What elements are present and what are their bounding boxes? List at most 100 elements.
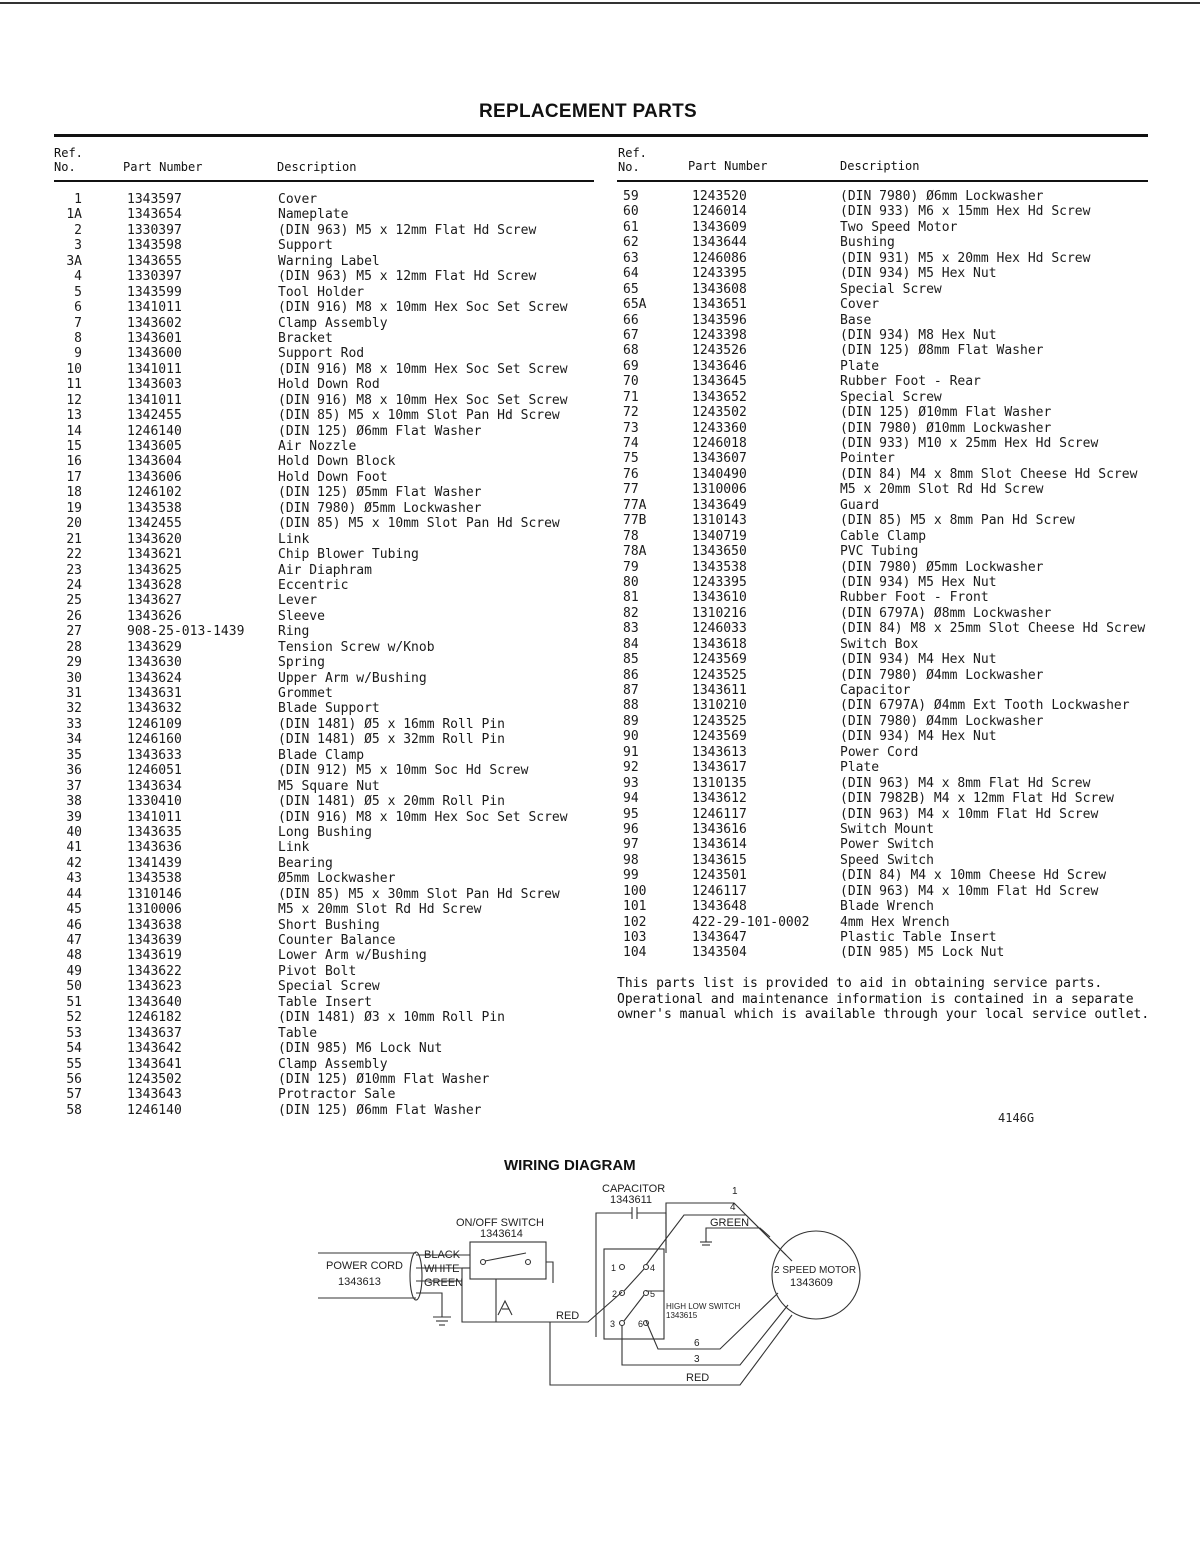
part-description: (DIN 963) M4 x 10mm Flat Hd Screw bbox=[840, 883, 1099, 899]
part-description: Plastic Table Insert bbox=[840, 930, 997, 945]
ref-number: 48 bbox=[66, 948, 82, 964]
part-description: (DIN 916) M8 x 10mm Hex Soc Set Screw bbox=[278, 361, 568, 377]
wire-red-mid-label: RED bbox=[556, 1310, 579, 1322]
power-cord-part: 1343613 bbox=[338, 1276, 381, 1288]
ref-number: 12 bbox=[66, 392, 82, 408]
part-number: 1343648 bbox=[692, 899, 747, 915]
part-description: Plate bbox=[840, 358, 880, 374]
part-number: 1343608 bbox=[692, 281, 747, 297]
part-number: 1243525 bbox=[692, 667, 747, 683]
part-number: 1341011 bbox=[127, 392, 182, 408]
part-number: 1243525 bbox=[692, 713, 747, 729]
part-number: 1343640 bbox=[127, 994, 182, 1010]
part-number: 1340719 bbox=[692, 528, 747, 544]
ref-number: 102 bbox=[623, 914, 647, 930]
ref-number: 69 bbox=[623, 358, 639, 374]
part-description: (DIN 1481) Ø5 x 32mm Roll Pin bbox=[278, 732, 505, 748]
part-description: (DIN 125) Ø5mm Flat Washer bbox=[278, 485, 482, 501]
part-description: (DIN 934) M4 Hex Nut bbox=[840, 652, 997, 668]
ref-number: 104 bbox=[623, 945, 647, 961]
part-description: (DIN 985) M5 Lock Nut bbox=[840, 945, 1005, 961]
ref-number: 75 bbox=[623, 451, 639, 467]
part-number: 1243501 bbox=[692, 868, 747, 884]
part-description: Sleeve bbox=[278, 608, 325, 624]
part-description: Plate bbox=[840, 760, 880, 776]
ref-number: 46 bbox=[66, 917, 82, 933]
ref-number: 50 bbox=[66, 979, 82, 995]
part-number: 1246014 bbox=[692, 204, 747, 220]
part-description: Cable Clamp bbox=[840, 528, 927, 544]
part-number: 1343624 bbox=[127, 670, 182, 686]
part-number: 1343601 bbox=[127, 330, 182, 346]
ref-number: 10 bbox=[66, 361, 82, 377]
onoff-part: 1343614 bbox=[480, 1228, 523, 1240]
document-code: 4146G bbox=[998, 1111, 1035, 1125]
ref-number: 78A bbox=[623, 544, 647, 560]
hl-terminal-3: 3 bbox=[610, 1319, 615, 1329]
part-number: 1343621 bbox=[127, 547, 182, 563]
part-number: 1243526 bbox=[692, 343, 747, 359]
part-description: M5 x 20mm Slot Rd Hd Screw bbox=[278, 902, 482, 918]
part-number: 1343652 bbox=[692, 389, 747, 405]
part-description: (DIN 963) M5 x 12mm Flat Hd Screw bbox=[278, 222, 537, 238]
hl-terminal-5: 5 bbox=[650, 1289, 655, 1299]
ref-number: 77B bbox=[623, 513, 647, 529]
motor-circle bbox=[771, 1230, 861, 1320]
part-number: 1343603 bbox=[127, 377, 182, 393]
part-description: Pointer bbox=[840, 451, 895, 467]
ref-number: 87 bbox=[623, 683, 639, 698]
part-number: 1341011 bbox=[127, 809, 182, 825]
part-number: 1343627 bbox=[127, 593, 182, 609]
part-description: Air Nozzle bbox=[278, 439, 357, 454]
part-description: (DIN 84) M4 x 10mm Cheese Hd Screw bbox=[840, 868, 1107, 884]
part-description: (DIN 934) M4 Hex Nut bbox=[840, 729, 997, 745]
left-header-rule bbox=[54, 180, 594, 182]
ref-number: 53 bbox=[66, 1025, 82, 1041]
part-number: 1343504 bbox=[692, 945, 747, 961]
ref-number: 79 bbox=[623, 559, 639, 575]
title-rule bbox=[54, 134, 1148, 137]
part-description: (DIN 7980) Ø6mm Lockwasher bbox=[840, 189, 1044, 204]
motor-part: 1343609 bbox=[790, 1277, 833, 1289]
hl-terminal-2: 2 bbox=[612, 1289, 617, 1299]
ref-number: 99 bbox=[623, 868, 639, 884]
ref-number: 19 bbox=[66, 500, 82, 516]
part-number: 1342455 bbox=[127, 516, 182, 532]
ref-number: 41 bbox=[66, 840, 82, 856]
part-number: 1310146 bbox=[127, 886, 182, 902]
ref-number: 22 bbox=[66, 547, 82, 563]
part-description: Switch Mount bbox=[840, 821, 934, 837]
part-number: 1246117 bbox=[692, 883, 747, 899]
part-number: 1343630 bbox=[127, 655, 182, 671]
service-note: This parts list is provided to aid in ob… bbox=[617, 976, 1150, 1022]
part-number: 1246140 bbox=[127, 423, 182, 439]
ref-number: 11 bbox=[66, 377, 82, 393]
part-description: (DIN 933) M10 x 25mm Hex Hd Screw bbox=[840, 436, 1099, 451]
part-description: Hold Down Block bbox=[278, 454, 396, 470]
ref-number: 92 bbox=[623, 760, 639, 776]
part-description: Air Diaphram bbox=[278, 562, 372, 578]
ref-number: 59 bbox=[623, 189, 639, 204]
part-number: 1343636 bbox=[127, 840, 182, 856]
part-number: 1343622 bbox=[127, 963, 182, 979]
part-number: 1343645 bbox=[692, 374, 747, 390]
ref-number: 88 bbox=[623, 698, 639, 714]
part-number: 1343625 bbox=[127, 562, 182, 578]
ref-number: 37 bbox=[66, 778, 82, 794]
part-number: 1343618 bbox=[692, 636, 747, 652]
part-description: (DIN 7980) Ø5mm Lockwasher bbox=[840, 559, 1044, 575]
part-description: (DIN 934) M8 Hex Nut bbox=[840, 327, 997, 343]
part-description: Guard bbox=[840, 497, 880, 513]
protector-icon bbox=[497, 1299, 513, 1316]
part-number: 1343634 bbox=[127, 778, 182, 794]
part-description: (DIN 963) M4 x 8mm Flat Hd Screw bbox=[840, 775, 1091, 791]
part-description: Rubber Foot - Front bbox=[840, 590, 989, 606]
part-description: (DIN 1481) Ø5 x 20mm Roll Pin bbox=[278, 794, 505, 810]
part-number: 1343538 bbox=[127, 500, 182, 516]
ref-number: 7 bbox=[74, 315, 82, 331]
ref-number: 95 bbox=[623, 806, 639, 822]
part-number: 1343626 bbox=[127, 608, 182, 624]
part-description: Speed Switch bbox=[840, 852, 934, 868]
part-description: Special Screw bbox=[840, 389, 942, 405]
part-number: 1343602 bbox=[127, 315, 182, 331]
